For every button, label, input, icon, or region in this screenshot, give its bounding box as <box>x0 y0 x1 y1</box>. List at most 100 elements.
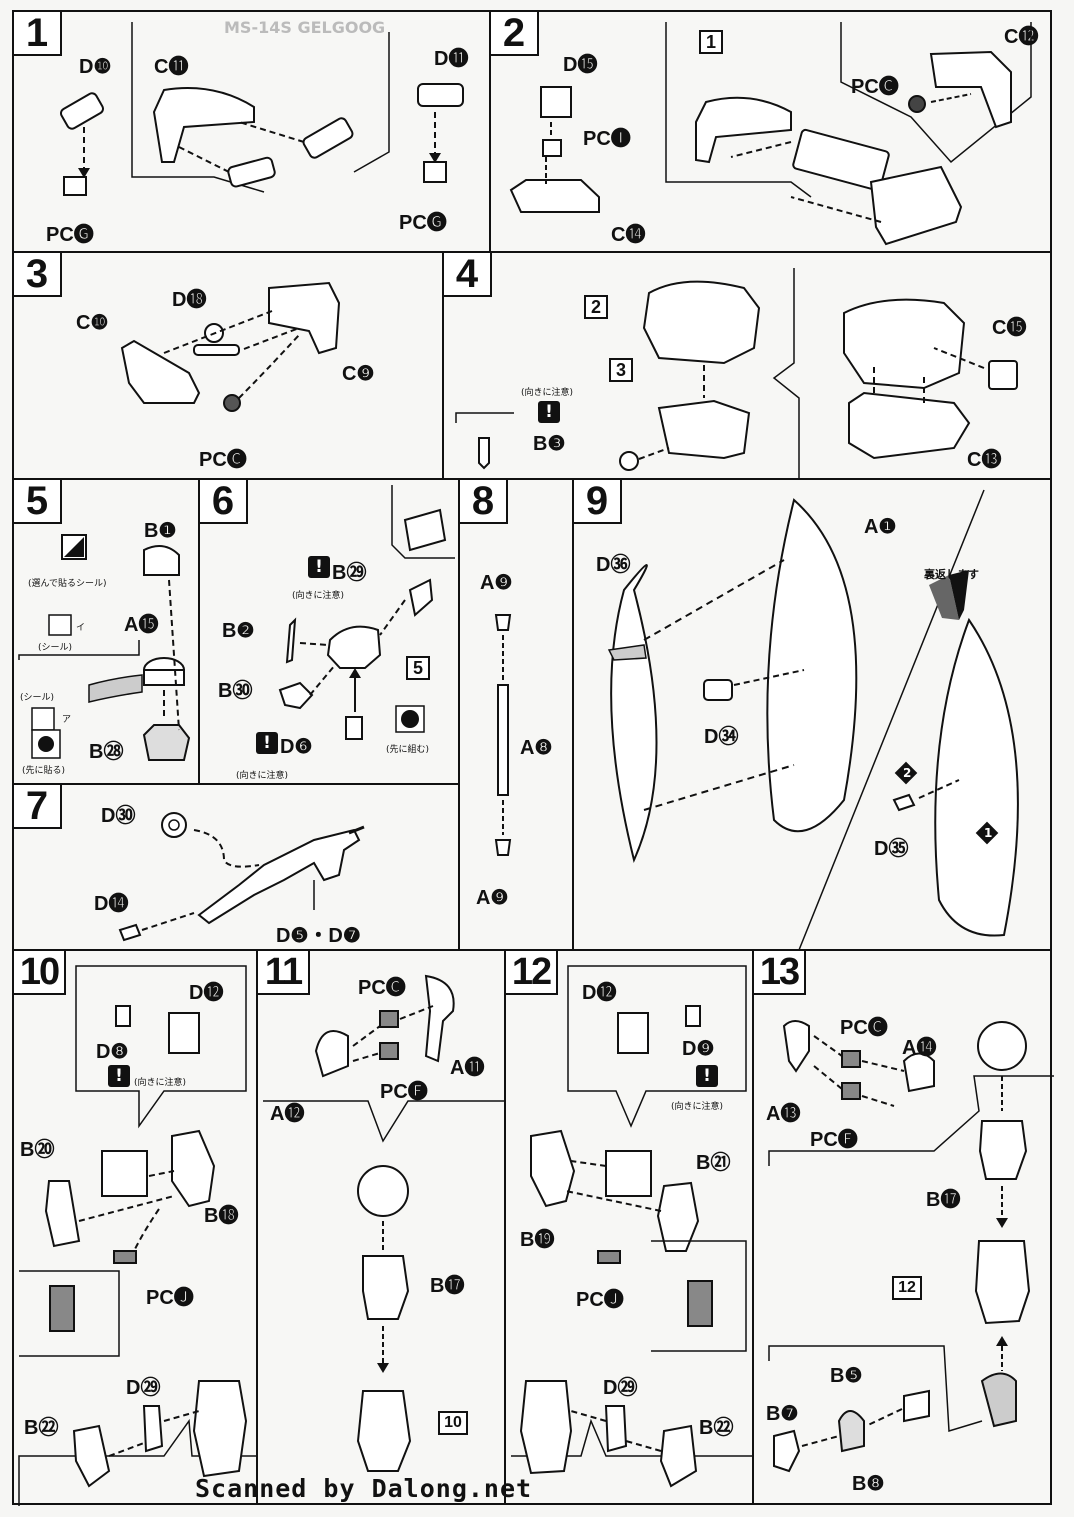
step-1-diagram <box>14 12 493 255</box>
part-label-pcc: PC🅒 <box>840 1017 888 1039</box>
part-label-pcc: PC🅒 <box>358 977 406 999</box>
part-label-a9-top: A❾ <box>480 572 513 594</box>
ref-box-2: 2 <box>584 295 608 319</box>
part-label-d36: D㊱ <box>596 554 631 576</box>
assemble-first-note: (先に組む) <box>386 745 430 755</box>
part-label-b3: B❸ <box>533 433 566 455</box>
step-2-diagram <box>491 12 1054 255</box>
step-number: 2 <box>491 12 539 56</box>
part-label-d8: D❽ <box>96 1041 129 1063</box>
part-label-d14: D⓮ <box>94 893 129 915</box>
part-label-b29: B㉙ <box>332 562 367 584</box>
part-label-c14: C⓮ <box>611 224 646 246</box>
caution-icon: ! <box>696 1065 718 1087</box>
footer-credit: Scanned by Dalong.net <box>195 1474 533 1503</box>
stick-first-note: (先に貼る) <box>22 766 66 776</box>
part-label-b22: B㉒ <box>24 1417 59 1439</box>
step-13-panel: 13 PC🅒 A⓮ A⓭ PC🅕 B⓱ 12 B❺ B❼ B❽ <box>752 949 1052 1505</box>
step-8-panel: 8 A❾ A❽ A❾ <box>458 478 574 951</box>
caution-note-2: (向きに注意) <box>236 771 289 781</box>
step-number: 5 <box>14 480 62 524</box>
part-label-d18: D⓲ <box>172 289 207 311</box>
part-label-c9: C❾ <box>342 363 375 385</box>
sticker-i-note: イ <box>76 623 86 633</box>
part-label-a13: A⓭ <box>766 1103 801 1125</box>
sticker-note-2: (シール) <box>20 693 55 703</box>
sticker-note: (シール) <box>38 643 73 653</box>
step-9-diagram <box>574 480 1054 953</box>
part-label-b1: B❶ <box>144 520 177 542</box>
step-6-panel: 6 ! B㉙ (向きに注意) B❷ B㉚ 5 ! D❻ (向きに注意) (先に組… <box>198 478 460 785</box>
part-label-d15: D⓯ <box>563 54 598 76</box>
order-step-2: 2 <box>903 766 912 780</box>
part-label-pci: PC🅘 <box>583 128 631 150</box>
part-label-d12: D⓬ <box>582 982 617 1004</box>
ref-box-3: 3 <box>609 358 633 382</box>
part-label-d34: D㉞ <box>704 726 739 748</box>
step-number: 7 <box>14 785 62 829</box>
caution-note-1: (向きに注意) <box>292 591 345 601</box>
step-12-diagram <box>506 951 756 1507</box>
step-7-panel: 7 D㉚ D⓮ D❺・D❼ <box>12 783 460 951</box>
step-number: 3 <box>14 253 62 297</box>
ref-box-10: 10 <box>438 1411 468 1435</box>
step-5-diagram <box>14 480 202 787</box>
step-number: 6 <box>200 480 248 524</box>
step-10-diagram <box>14 951 260 1507</box>
part-label-pcg-right: PC🅖 <box>399 212 447 234</box>
step-number: 13 <box>754 951 806 995</box>
step-number: 8 <box>460 480 508 524</box>
part-label-a15: A⓯ <box>124 614 159 636</box>
step-number: 10 <box>14 951 66 995</box>
sticker-choose-note: (選んで貼るシール) <box>28 579 107 589</box>
step-11-panel: 11 PC🅒 A⓫ A⓬ PC🅕 B⓱ 10 <box>256 949 506 1505</box>
part-label-b2: B❷ <box>222 620 255 642</box>
part-label-c10: C❿ <box>76 312 109 334</box>
caution-icon: ! <box>308 556 330 578</box>
part-label-c15: C⓯ <box>992 317 1027 339</box>
part-label-b19: B⓳ <box>520 1229 555 1251</box>
step-5-panel: 5 B❶ A⓯ B㉘ (選んで貼るシール) (シール) イ (シール) ア (先… <box>12 478 200 785</box>
part-label-a11: A⓫ <box>450 1057 485 1079</box>
part-label-b28: B㉘ <box>89 741 124 763</box>
part-label-b21: B㉑ <box>696 1152 731 1174</box>
sticker-a-note: ア <box>62 715 72 725</box>
part-label-b5: B❺ <box>830 1365 863 1387</box>
step-10-panel: 10 D⓬ D❽ ! (向きに注意) B⑳ B⓲ PC🅙 D㉙ B㉒ <box>12 949 258 1505</box>
part-label-d11: D⓫ <box>434 48 469 70</box>
ref-box-12: 12 <box>892 1276 922 1300</box>
caution-icon: ! <box>108 1065 130 1087</box>
step-4-diagram <box>444 253 1054 482</box>
part-label-d10: D❿ <box>79 56 112 78</box>
part-label-b17: B⓱ <box>430 1275 465 1297</box>
step-3-panel: 3 C❿ D⓲ C❾ PC🅒 <box>12 251 444 480</box>
caution-icon: ! <box>256 732 278 754</box>
order-step-1: 1 <box>984 826 993 840</box>
part-label-a8: A❽ <box>520 737 553 759</box>
caution-note: (向きに注意) <box>671 1102 724 1112</box>
flip-over-note: 裏返します <box>924 568 979 581</box>
part-label-d5-d7: D❺・D❼ <box>276 925 361 947</box>
part-label-b8: B❽ <box>852 1473 885 1495</box>
part-label-c13: C⓭ <box>967 449 1002 471</box>
caution-note: (向きに注意) <box>521 388 574 398</box>
part-label-pcj: PC🅙 <box>576 1289 624 1311</box>
step-7-diagram <box>14 785 462 953</box>
step-4-panel: 4 2 3 C⓯ C⓭ (向きに注意) ! B❸ <box>442 251 1052 480</box>
part-label-d29: D㉙ <box>603 1377 638 1399</box>
step-number: 12 <box>506 951 558 995</box>
part-label-b17: B⓱ <box>926 1189 961 1211</box>
part-label-d30: D㉚ <box>101 805 136 827</box>
part-label-d35: D㉟ <box>874 838 909 860</box>
step-9-panel: 9 D㊱ A❶ 裏返します D㉞ D㉟ 2 1 <box>572 478 1052 951</box>
part-label-d6: D❻ <box>280 736 313 758</box>
part-label-a12: A⓬ <box>270 1103 305 1125</box>
step-1-panel: 1 MS-14S GELGOOG D❿ C⓫ D⓫ PC🅖 PC🅖 <box>12 10 491 253</box>
step-number: 1 <box>14 12 62 56</box>
part-label-d9: D❾ <box>682 1038 715 1060</box>
part-label-pcc: PC🅒 <box>851 76 899 98</box>
part-label-d12: D⓬ <box>189 982 224 1004</box>
step-3-diagram <box>14 253 446 482</box>
part-label-pcf: PC🅕 <box>810 1129 858 1151</box>
step-number: 9 <box>574 480 622 524</box>
